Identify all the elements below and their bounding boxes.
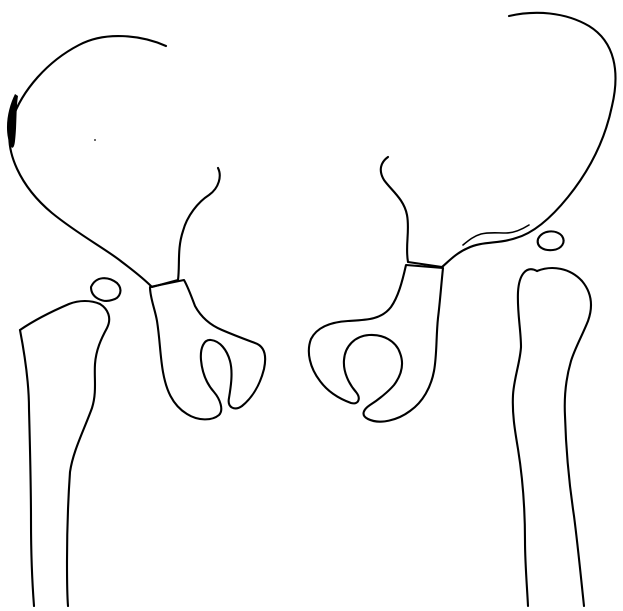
left-iliac-wing <box>9 36 219 287</box>
left-femur <box>20 301 109 606</box>
left-iliac-edge-shadow <box>7 94 18 148</box>
right-femur <box>513 269 537 606</box>
right-ischium-pubis <box>309 265 443 422</box>
left-ossification-center <box>91 278 120 301</box>
small-dot-mark <box>94 139 96 141</box>
right-ossification-center <box>538 231 564 250</box>
right-iliac-wing <box>381 13 616 267</box>
left-ischium-pubis <box>150 280 265 419</box>
left-femur-medial-edge <box>20 330 34 606</box>
right-femur-lateral-edge <box>537 268 591 606</box>
